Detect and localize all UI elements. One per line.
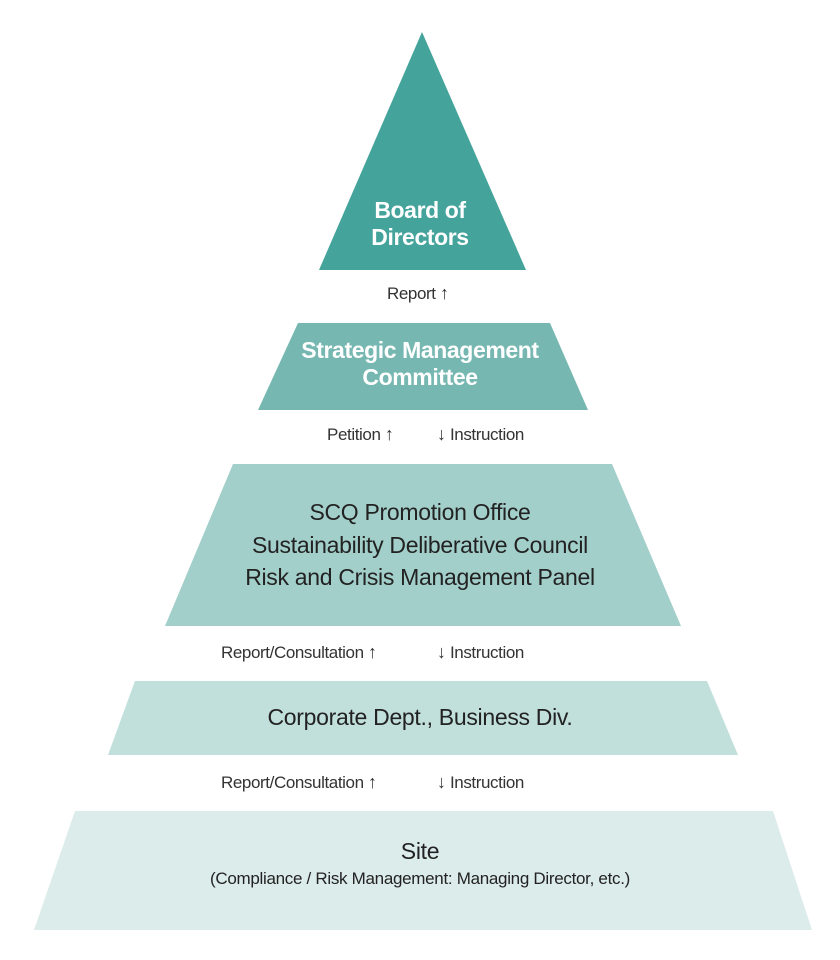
site-subtitle: (Compliance / Risk Management: Managing … xyxy=(209,869,630,888)
up-arrow-icon: ↑ xyxy=(367,642,377,662)
site-shape xyxy=(34,811,812,930)
report-consultation-text: Report/Consultation xyxy=(221,643,364,662)
scq-promotion-office-shape xyxy=(165,464,681,626)
corporate-dept-label: Corporate Dept., Business Div. xyxy=(0,704,840,731)
down-arrow-icon: ↓ xyxy=(437,772,446,792)
board-of-directors-shape xyxy=(319,32,526,270)
down-arrow-icon: ↓ xyxy=(437,424,446,444)
report-flow-label: Report ↑ xyxy=(387,283,449,304)
instruction-text: Instruction xyxy=(449,773,524,792)
instruction-text: Instruction xyxy=(449,425,524,444)
instruction-text: Instruction xyxy=(449,643,524,662)
report-consultation-flow-label-1: Report/Consultation ↑ xyxy=(221,642,377,663)
up-arrow-icon: ↑ xyxy=(367,772,377,792)
sustainability-council-text: Sustainability Deliberative Council xyxy=(252,531,588,558)
instruction-flow-label-3: ↓ Instruction xyxy=(437,772,524,793)
instruction-flow-label-2: ↓ Instruction xyxy=(437,642,524,663)
petition-text: Petition xyxy=(327,425,381,444)
strategic-management-committee-shape xyxy=(258,323,588,410)
down-arrow-icon: ↓ xyxy=(437,642,446,662)
up-arrow-icon: ↑ xyxy=(439,283,449,303)
corporate-dept-text: Corporate Dept., Business Div. xyxy=(267,704,573,730)
report-consultation-flow-label-2: Report/Consultation ↑ xyxy=(221,772,377,793)
strategic-management-line-2: Committee xyxy=(362,364,478,391)
up-arrow-icon: ↑ xyxy=(384,424,394,444)
scq-promotion-office-text: SCQ Promotion Office xyxy=(309,499,531,525)
board-of-directors-line-2: Directors xyxy=(371,224,469,251)
risk-crisis-panel-text: Risk and Crisis Management Panel xyxy=(245,564,595,591)
corporate-dept-business-div-shape xyxy=(108,681,738,755)
board-of-directors-label: Board of Directors xyxy=(0,197,840,251)
board-of-directors-line-1: Board of xyxy=(374,197,466,223)
strategic-management-committee-label: Strategic Management Committee xyxy=(0,337,840,391)
report-consultation-text: Report/Consultation xyxy=(221,773,364,792)
scq-tier-label: SCQ Promotion Office Sustainability Deli… xyxy=(0,496,840,594)
strategic-management-line-1: Strategic Management xyxy=(301,337,539,363)
site-title: Site xyxy=(400,838,440,864)
report-text: Report xyxy=(387,284,436,303)
instruction-flow-label-1: ↓ Instruction xyxy=(437,424,524,445)
petition-flow-label: Petition ↑ xyxy=(327,424,394,445)
